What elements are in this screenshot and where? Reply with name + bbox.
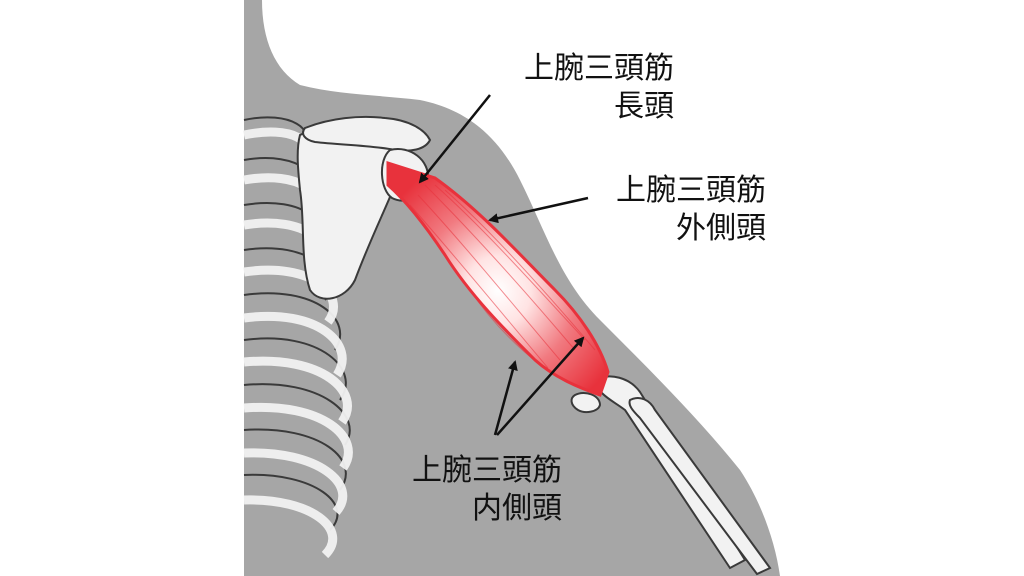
label-medial-head: 上腕三頭筋 内側頭 [412,452,562,528]
annotation-arrows [418,94,589,436]
label-long-head-line2: 長頭 [614,89,674,124]
label-long-head: 上腕三頭筋 長頭 [524,50,674,126]
arrow-long-head [418,94,491,184]
muscle-fibers [409,184,596,369]
label-lateral-head-line2: 外側頭 [676,211,766,246]
acromion [302,115,432,152]
triceps-muscle [386,160,610,397]
arrow-medial-head-2 [496,336,585,436]
label-lateral-head-line1: 上腕三頭筋 [616,173,766,208]
arrow-lateral-head [488,196,589,224]
label-long-head-line1: 上腕三頭筋 [524,51,674,86]
label-lateral-head: 上腕三頭筋 外側頭 [616,172,766,248]
arrow-medial-head-1 [493,360,518,436]
label-medial-head-line2: 内側頭 [472,491,562,526]
label-medial-head-line1: 上腕三頭筋 [412,453,562,488]
